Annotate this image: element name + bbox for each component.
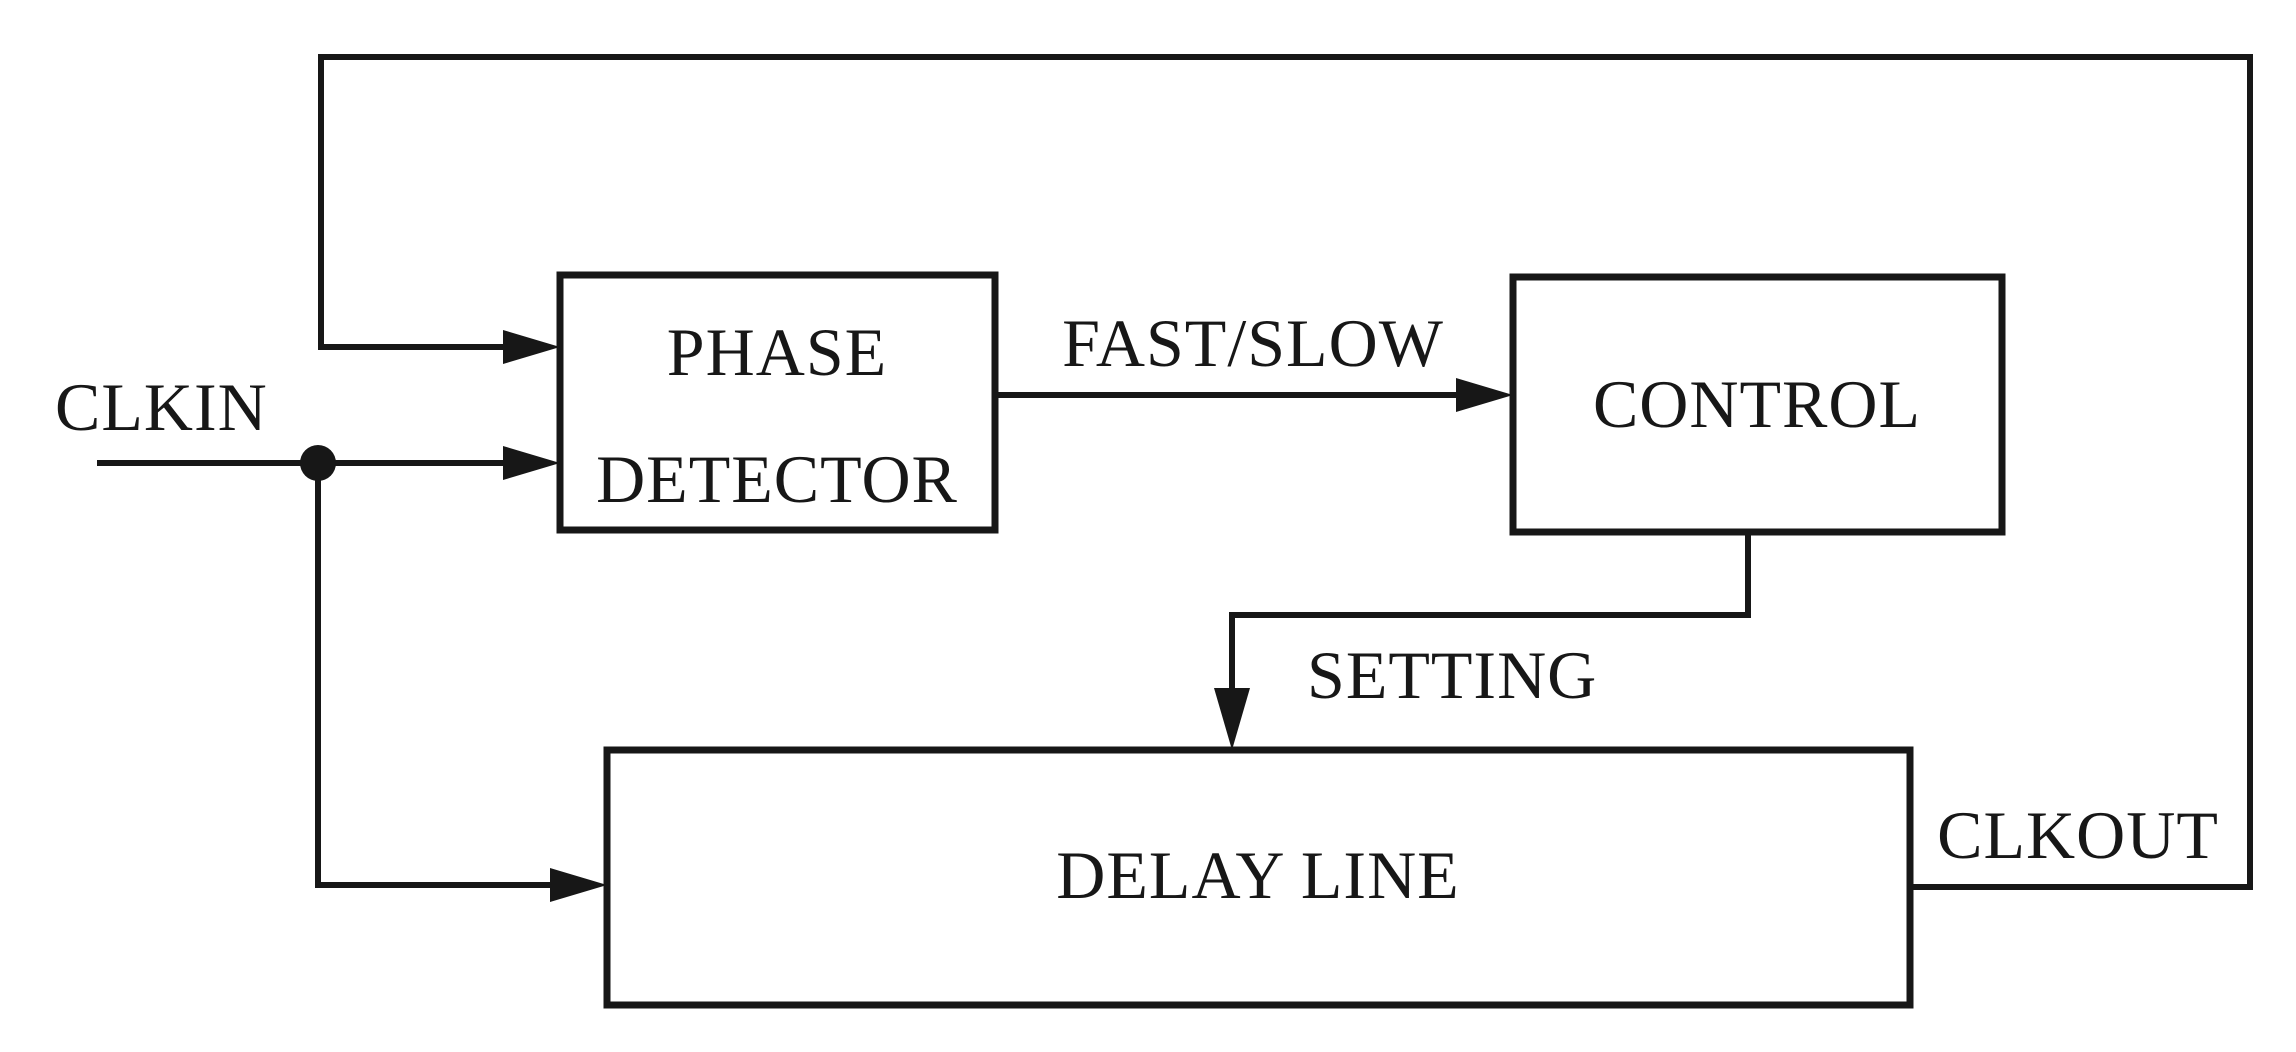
- phase-detector-label-line1: PHASE: [667, 314, 887, 390]
- delay-line-label: DELAY LINE: [1056, 837, 1459, 913]
- clkin-label: CLKIN: [55, 369, 268, 445]
- clkout-label: CLKOUT: [1937, 797, 2219, 873]
- phase-detector-label-line2: DETECTOR: [596, 441, 958, 517]
- feedback-loop-wire: [318, 54, 2253, 890]
- phase-detector-box: [556, 271, 999, 534]
- setting-arrowhead: [1214, 688, 1250, 750]
- clkin-branch-wire: [315, 463, 550, 888]
- setting-wire: [1229, 532, 1751, 690]
- fast-slow-arrowhead: [1456, 378, 1513, 412]
- control-box: [1509, 273, 2006, 536]
- feedback-arrowhead: [503, 330, 560, 364]
- clkin-arrowhead: [503, 446, 560, 480]
- control-label: CONTROL: [1593, 366, 1921, 442]
- fast-slow-label: FAST/SLOW: [1062, 305, 1444, 381]
- clkin-branch-arrowhead: [550, 868, 607, 902]
- delay-line-box: [603, 746, 1914, 1009]
- setting-label: SETTING: [1307, 637, 1597, 713]
